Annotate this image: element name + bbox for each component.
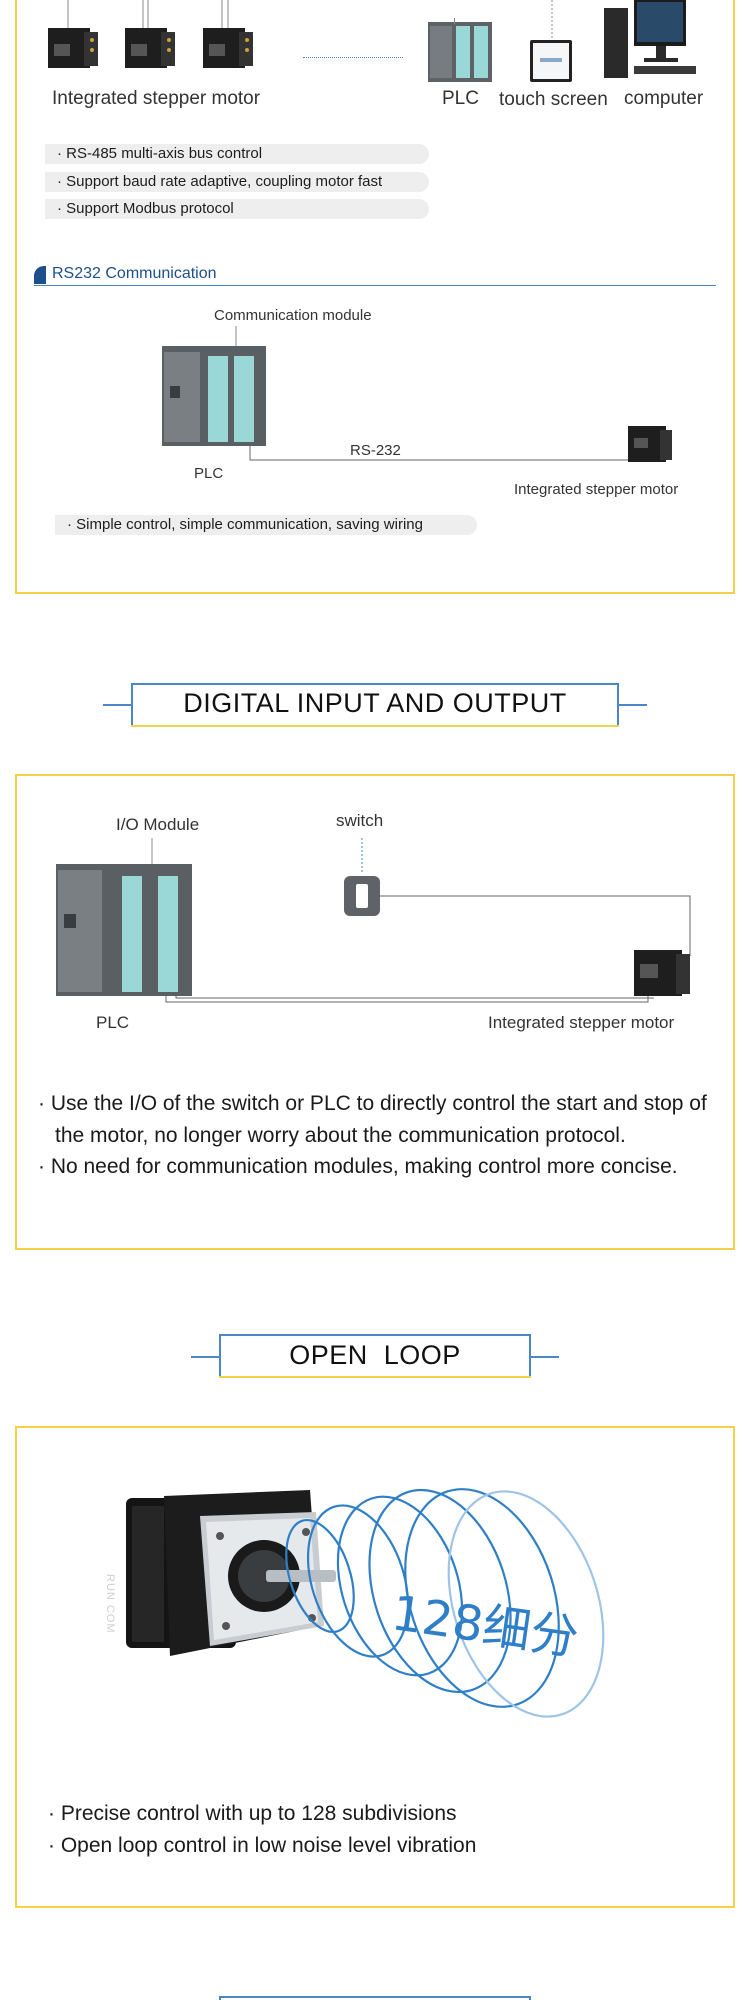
heading-frame-right — [617, 683, 619, 727]
plc-icon — [56, 864, 192, 996]
openloop-heading: OPEN LOOP — [289, 1340, 461, 1370]
dio-heading: DIGITAL INPUT AND OUTPUT — [183, 688, 567, 718]
section-marker — [34, 266, 46, 284]
motor-brand-label: RUN COM — [104, 1574, 116, 1634]
heading-dash-right — [619, 704, 647, 706]
heading-frame-top — [219, 1334, 531, 1336]
plc-caption: PLC — [442, 88, 479, 109]
computer-caption: computer — [624, 88, 704, 109]
heading-frame-top — [219, 1996, 531, 1998]
heading-dash-left — [103, 704, 131, 706]
plc-icon — [428, 18, 492, 82]
dio-bullet-1: · Use the I/O of the switch or PLC to di… — [38, 1092, 707, 1115]
switch-icon — [344, 876, 380, 916]
rs232-diagram — [162, 326, 672, 462]
heading-frame-right — [529, 1996, 531, 2000]
rs232-title: RS232 Communication — [52, 265, 217, 282]
dio-bullet-1-cont: the motor, no longer worry about the com… — [55, 1124, 626, 1147]
touch-screen-caption: touch screen — [499, 89, 608, 110]
motor-caption: Integrated stepper motor — [514, 481, 679, 498]
io-module-caption: I/O Module — [116, 815, 200, 834]
dio-diagram — [56, 838, 691, 1003]
heading-frame-left — [219, 1334, 221, 1378]
switch-caption: switch — [336, 811, 384, 830]
heading-frame-right — [529, 1334, 531, 1378]
computer-icon — [604, 0, 696, 78]
motor-caption: Integrated stepper motor — [488, 1013, 675, 1032]
plc-caption: PLC — [96, 1013, 130, 1032]
heading-frame-top — [131, 683, 619, 685]
bus-dotted-link — [303, 57, 403, 58]
heading-frame-left — [219, 1996, 221, 2000]
heading-frame-bottom — [219, 1376, 531, 1378]
heading-dash-left — [191, 1356, 219, 1358]
heading-frame-left — [131, 683, 133, 727]
heading-dash-right — [531, 1356, 559, 1358]
stepper-motor-icon — [634, 950, 690, 996]
motor-icon — [125, 0, 175, 68]
section-rule — [34, 285, 716, 286]
openloop-bullet-1: · Precise control with up to 128 subdivi… — [48, 1802, 457, 1825]
bus-panel — [15, 0, 735, 594]
rs232-link-label: RS-232 — [350, 442, 401, 459]
stepper-motor-icon — [628, 426, 672, 462]
touch-screen-icon — [530, 0, 572, 82]
openloop-bullet-2: · Open loop control in low noise level v… — [48, 1834, 477, 1857]
dio-bullet-2: · No need for communication modules, mak… — [38, 1155, 678, 1178]
heading-frame-bottom — [131, 725, 619, 727]
feature-pill: · Support Modbus protocol — [45, 199, 429, 219]
motor-icon — [48, 0, 98, 68]
motor-icon — [203, 0, 253, 68]
plc-caption: PLC — [194, 465, 224, 482]
bus-motors-illustration — [48, 0, 253, 68]
plc-icon — [162, 346, 266, 446]
stepper-motor-icon — [126, 1490, 336, 1656]
module-caption: Communication module — [214, 307, 372, 324]
feature-pill: · Support baud rate adaptive, coupling m… — [45, 172, 429, 192]
feature-pill: · RS-485 multi-axis bus control — [45, 144, 429, 164]
openloop-illustration — [126, 1488, 605, 1718]
feature-pill: · Simple control, simple communication, … — [55, 515, 477, 535]
dio-panel — [15, 774, 735, 1250]
motor-caption: Integrated stepper motor — [52, 88, 261, 109]
